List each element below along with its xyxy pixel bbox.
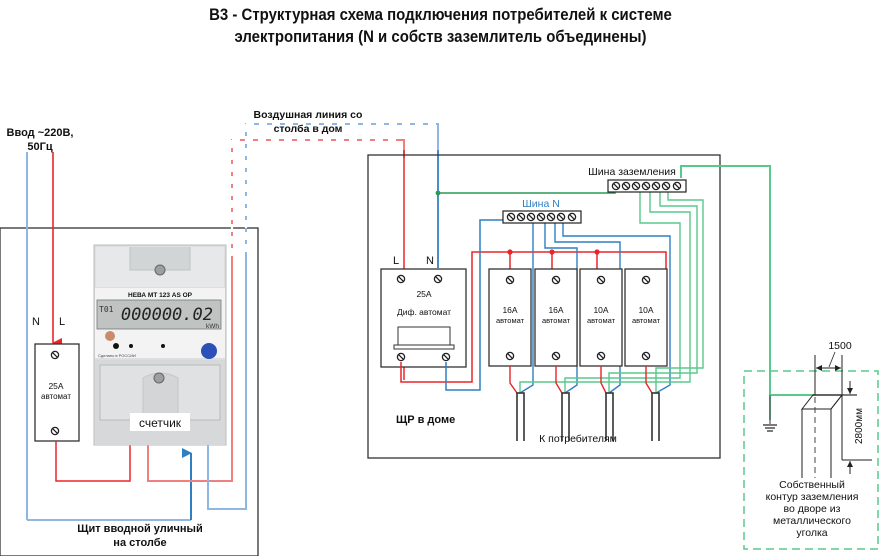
diagram-title: B3 - Структурная схема подключения потре… bbox=[53, 4, 828, 48]
breaker-4-rating: 10А bbox=[638, 305, 653, 315]
neutral-bus bbox=[502, 210, 582, 224]
n-feed-2 bbox=[544, 222, 578, 394]
pen-to-ground-bus-wire bbox=[438, 190, 616, 194]
breaker-1: 16А автомат bbox=[488, 268, 532, 367]
overhead-label-line-2: столба в дом bbox=[274, 123, 343, 135]
n-feed-4 bbox=[562, 222, 671, 394]
pe-feed-2 bbox=[564, 192, 681, 393]
house-panel-frame bbox=[367, 154, 721, 459]
earth-symbol-icon bbox=[763, 395, 777, 432]
ground-loop-caption-line-5: уголка bbox=[796, 527, 827, 539]
pen-junction bbox=[435, 190, 441, 196]
meter-lcd bbox=[96, 299, 222, 330]
meter-label-box bbox=[130, 413, 190, 431]
dimension-2800: 2800мм bbox=[847, 381, 865, 474]
rcbo-rating: 25А bbox=[416, 289, 431, 299]
consumers-label: К потребителям bbox=[539, 433, 617, 445]
pole-panel-frame bbox=[0, 227, 259, 556]
title-line-1: B3 - Структурная схема подключения потре… bbox=[209, 5, 672, 24]
pe-feed-4 bbox=[655, 192, 704, 393]
rcbo-neutral-out bbox=[445, 219, 515, 391]
meter-made-in: Сделано в РОССИИ bbox=[98, 353, 136, 358]
consumer-cables bbox=[509, 366, 664, 446]
pole-panel-caption-line-1: Щит вводной уличный bbox=[77, 523, 202, 535]
phase-wire-meter-out bbox=[147, 139, 405, 482]
breaker-3: 10А автомат bbox=[579, 268, 623, 367]
rcbo-type: Диф. автомат bbox=[397, 307, 451, 317]
pole-breaker-type: автомат bbox=[41, 392, 71, 401]
pole-panel-caption-line-2: на столбе bbox=[113, 537, 166, 549]
ground-bus bbox=[607, 179, 687, 193]
phase-wire-breaker-to-meter bbox=[55, 441, 131, 482]
breaker-1-type: автомат bbox=[496, 316, 525, 325]
ground-electrode bbox=[800, 394, 872, 478]
n-feed-3 bbox=[554, 222, 621, 394]
pole-l-label: L bbox=[59, 316, 65, 328]
meter-reading: 000000.02 bbox=[121, 305, 213, 325]
pole-n-label: N bbox=[32, 316, 40, 328]
pe-feed-1 bbox=[519, 192, 691, 393]
breaker-4: 10А автомат bbox=[624, 268, 668, 367]
ground-loop-caption: Собственный контур заземления во дворе и… bbox=[766, 479, 859, 539]
pe-feed-3 bbox=[608, 192, 698, 393]
house-panel-caption: ЩР в доме bbox=[396, 414, 455, 426]
width-dimension: 1500 bbox=[828, 340, 852, 352]
ground-loop-caption-line-2: контур заземления bbox=[766, 491, 859, 503]
pole-breaker-rating: 25А bbox=[48, 381, 63, 391]
breaker-1-rating: 16А bbox=[502, 305, 517, 315]
house-n-label: N bbox=[426, 255, 434, 267]
neutral-wire-meter-out bbox=[207, 123, 439, 510]
ground-loop-caption-line-3: во дворе из bbox=[784, 503, 841, 515]
overhead-label-line-1: Воздушная линия со bbox=[254, 109, 363, 121]
n-feed-1 bbox=[519, 222, 534, 394]
ground-loop-caption-line-1: Собственный bbox=[779, 479, 845, 491]
meter-tariff: T01 bbox=[99, 305, 114, 314]
meter-model: НЕВА МТ 123 AS OP bbox=[128, 292, 193, 299]
breaker-4-type: автомат bbox=[632, 316, 661, 325]
title-line-2: электропитания (N и собств заземлитель о… bbox=[234, 27, 647, 46]
breaker-2-rating: 16А bbox=[548, 305, 563, 315]
input-label-line-1: Ввод ~220В, bbox=[7, 127, 74, 139]
meter-label: счетчик bbox=[139, 416, 182, 430]
meter-logo-icon bbox=[105, 331, 115, 341]
ground-loop-frame bbox=[743, 370, 879, 550]
ground-loop-caption-line-4: металлического bbox=[773, 515, 851, 527]
breaker-3-rating: 10А bbox=[593, 305, 608, 315]
depth-dimension: 2800мм bbox=[854, 408, 865, 444]
breaker-3-type: автомат bbox=[587, 316, 616, 325]
input-label-line-2: 50Гц bbox=[27, 141, 52, 153]
meter-optical-port-icon bbox=[201, 343, 217, 359]
rcbo: 25А Диф. автомат bbox=[380, 268, 467, 368]
breaker-2: 16А автомат bbox=[534, 268, 578, 367]
ground-bus-label: Шина заземления bbox=[588, 166, 676, 178]
breaker-2-type: автомат bbox=[542, 316, 571, 325]
rcbo-phase-out bbox=[400, 251, 667, 383]
ground-bus-to-loop-wire bbox=[680, 165, 771, 420]
neutral-bus-label: Шина N bbox=[522, 198, 560, 210]
meter-unit: kWh bbox=[206, 323, 219, 330]
electricity-meter: НЕВА МТ 123 AS OP T01 000000.02 kWh Сдел… bbox=[93, 244, 227, 446]
house-l-label: L bbox=[393, 255, 399, 267]
dimension-1500: 1500 bbox=[814, 340, 852, 395]
pole-breaker: 25А автомат bbox=[34, 343, 80, 442]
